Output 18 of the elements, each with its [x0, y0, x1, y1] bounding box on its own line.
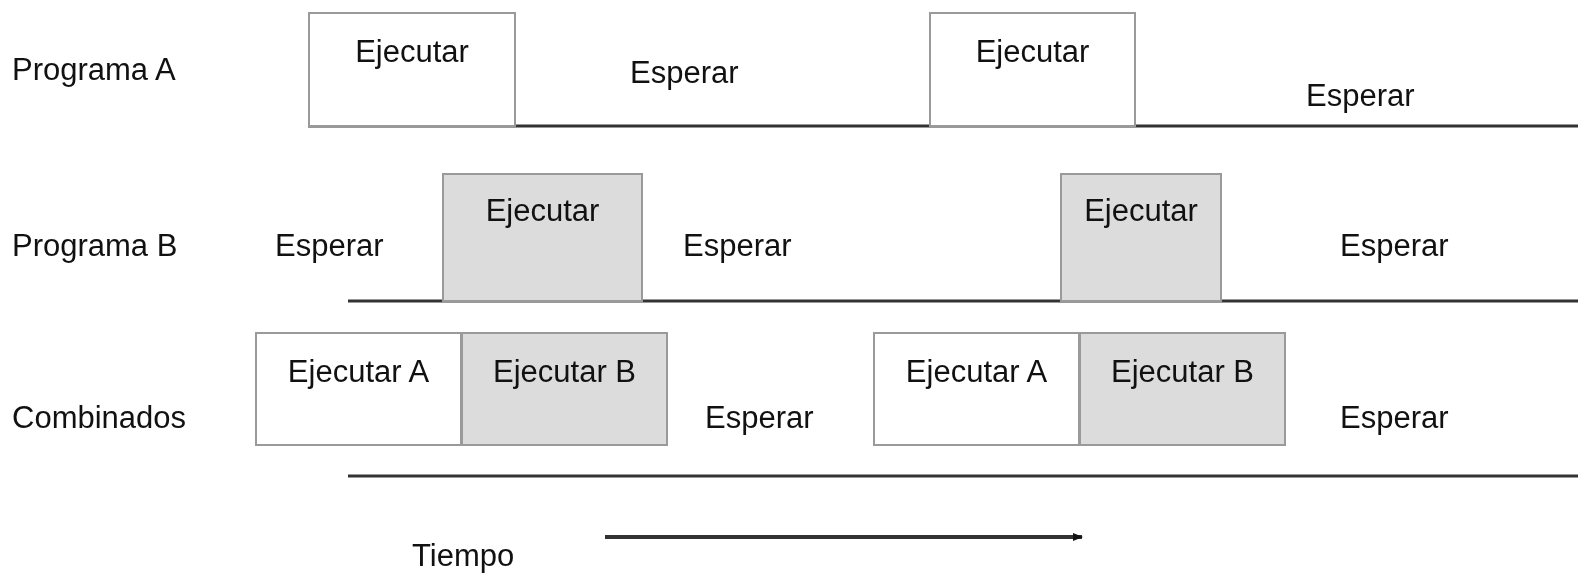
- execution-block: Ejecutar B: [1079, 332, 1286, 446]
- execution-block: Ejecutar B: [461, 332, 668, 446]
- execution-block: Ejecutar A: [873, 332, 1080, 446]
- state-label: Esperar: [275, 228, 384, 264]
- execution-block: Ejecutar A: [255, 332, 462, 446]
- execution-block: Ejecutar: [308, 12, 516, 127]
- state-label: Esperar: [1340, 228, 1449, 264]
- row-label: Programa A: [12, 52, 176, 88]
- state-label: Esperar: [705, 400, 814, 436]
- axis-label: Tiempo: [412, 538, 515, 574]
- state-label: Esperar: [683, 228, 792, 264]
- row-label: Combinados: [12, 400, 187, 436]
- execution-block: Ejecutar: [442, 173, 643, 302]
- state-label: Esperar: [1340, 400, 1449, 436]
- row-label: Programa B: [12, 228, 178, 264]
- execution-block: Ejecutar: [1060, 173, 1222, 302]
- execution-block: Ejecutar: [929, 12, 1136, 127]
- state-label: Esperar: [630, 55, 739, 91]
